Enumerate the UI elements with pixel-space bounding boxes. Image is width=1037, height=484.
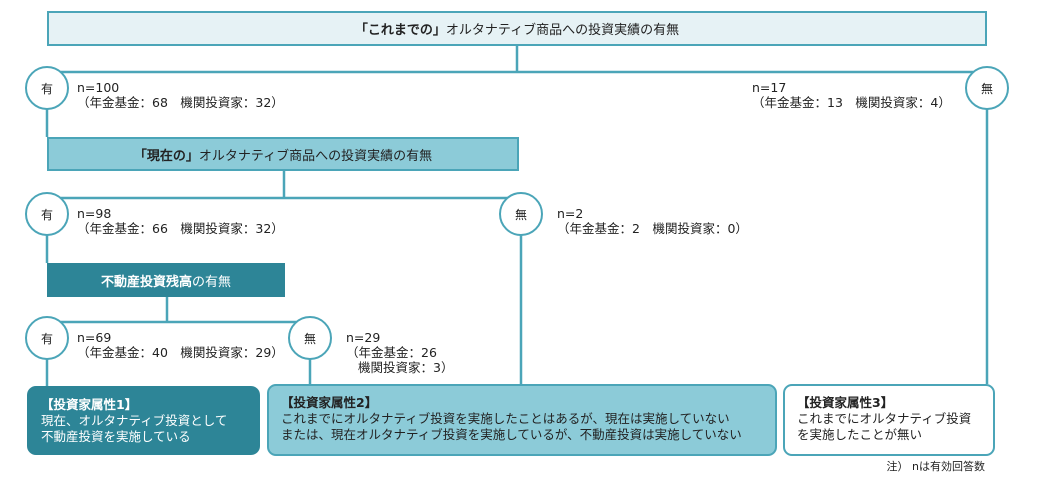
count-l2-no: n=2（年金基金：2 機関投資家：0） — [557, 206, 748, 236]
yes-node-l1: 有 — [25, 66, 69, 110]
yes-node-l3: 有 — [25, 316, 69, 360]
question-current-alternative: 「現在の」オルタナティブ商品への投資実績の有無 — [47, 137, 519, 171]
question-past-alternative: 「これまでの」オルタナティブ商品への投資実績の有無 — [47, 11, 987, 46]
question-real-estate-balance: 不動産投資残高の有無 — [47, 263, 285, 297]
investor-attribute-2: 【投資家属性2】 これまでにオルタナティブ投資を実施したことはあるが、現在は実施… — [267, 384, 777, 456]
no-node-l2: 無 — [499, 192, 543, 236]
count-l2-yes: n=98（年金基金：66 機関投資家：32） — [77, 206, 284, 236]
count-l1-yes: n=100（年金基金：68 機関投資家：32） — [77, 80, 284, 110]
no-node-l3: 無 — [288, 316, 332, 360]
footnote: 注） nは有効回答数 — [886, 460, 985, 473]
investor-attribute-1: 【投資家属性1】 現在、オルタナティブ投資として 不動産投資を実施している — [27, 386, 260, 455]
count-l1-no: n=17（年金基金：13 機関投資家：4） — [752, 80, 951, 110]
yes-node-l2: 有 — [25, 192, 69, 236]
count-l3-yes: n=69（年金基金：40 機関投資家：29） — [77, 330, 284, 360]
no-node-l1: 無 — [965, 66, 1009, 110]
investor-attribute-3: 【投資家属性3】 これまでにオルタナティブ投資 を実施したことが無い — [783, 384, 995, 456]
